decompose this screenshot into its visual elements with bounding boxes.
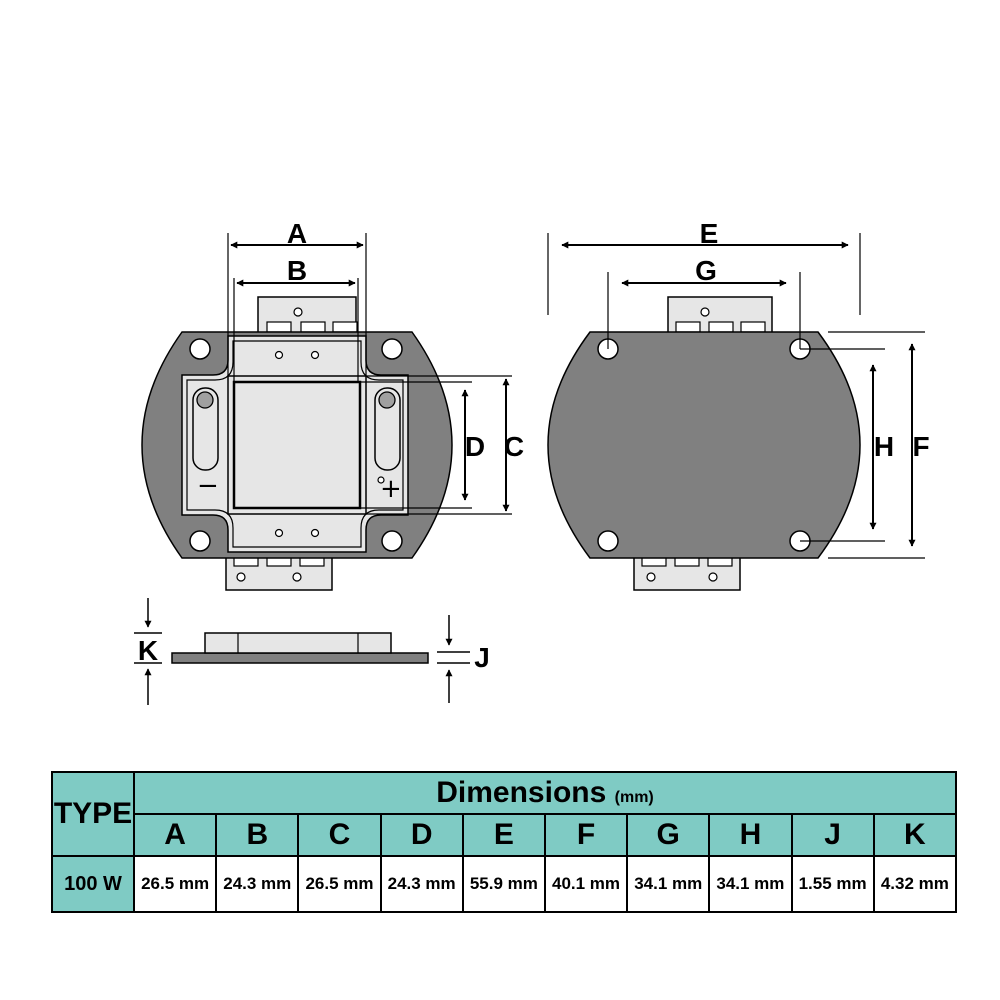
back-view xyxy=(547,296,861,591)
column-header: B xyxy=(215,813,300,857)
dimensions-unit: (mm) xyxy=(614,789,654,806)
table-cell: 1.55 mm xyxy=(790,855,875,913)
front-mount-hole-tr xyxy=(381,338,403,360)
dimension-f-label: F xyxy=(912,431,929,462)
table-column-row: A B C D E F G H J K xyxy=(52,813,958,857)
dimension-g-label: G xyxy=(695,255,717,286)
plus-label: + xyxy=(380,474,402,504)
front-top-tab xyxy=(257,296,358,338)
dimensions-title-cell: Dimensions (mm) xyxy=(133,771,957,814)
dimensions-title: Dimensions xyxy=(436,776,607,809)
side-view xyxy=(171,632,429,664)
dimension-a-label: A xyxy=(287,218,307,249)
table-cell: 55.9 mm xyxy=(461,855,546,913)
dimensions-table: TYPE Dimensions (mm) A B C D E F G H J K… xyxy=(51,771,958,913)
front-electrode-right xyxy=(374,387,401,471)
dimension-e-label: E xyxy=(700,218,719,249)
dimension-k-label: K xyxy=(138,635,158,666)
table-cell: 40.1 mm xyxy=(543,855,629,913)
column-header: D xyxy=(379,813,464,857)
column-header: K xyxy=(872,813,958,857)
dimension-j: J xyxy=(437,615,490,703)
type-header: TYPE xyxy=(51,771,135,857)
side-frame xyxy=(204,632,392,654)
dimension-h-label: H xyxy=(874,431,894,462)
back-top-tab xyxy=(667,296,773,338)
dimension-d: D xyxy=(360,381,485,509)
front-mount-hole-br xyxy=(381,530,403,552)
column-header: A xyxy=(132,813,218,857)
table-title-row: TYPE Dimensions (mm) xyxy=(51,771,957,857)
column-header: F xyxy=(543,813,629,857)
back-mount-hole-bl xyxy=(597,530,619,552)
dimension-a: A xyxy=(227,218,367,376)
table-cell: 26.5 mm xyxy=(297,855,382,913)
dimension-g: G xyxy=(607,255,801,349)
dimension-c: C xyxy=(366,375,524,515)
column-header: C xyxy=(297,813,382,857)
dimension-e: E xyxy=(547,218,861,315)
dimension-k: K xyxy=(134,598,162,705)
table-cell: 34.1 mm xyxy=(708,855,793,913)
column-header: J xyxy=(790,813,875,857)
minus-label: − xyxy=(197,471,219,501)
type-value: 100 W xyxy=(51,855,135,913)
table-cell: 26.5 mm xyxy=(132,855,218,913)
dimension-b-label: B xyxy=(287,255,307,286)
front-mount-hole-tl xyxy=(189,338,211,360)
front-electrode-left xyxy=(192,387,219,471)
dimension-j-label: J xyxy=(474,642,490,673)
dimension-f: F xyxy=(828,331,930,559)
front-mount-hole-bl xyxy=(189,530,211,552)
table-cell: 24.3 mm xyxy=(215,855,300,913)
table-cell: 34.1 mm xyxy=(626,855,711,913)
side-base-plate xyxy=(171,652,429,664)
front-view: − + xyxy=(141,296,453,591)
column-header: E xyxy=(461,813,546,857)
table-cell: 4.32 mm xyxy=(872,855,958,913)
table-cell: 24.3 mm xyxy=(379,855,464,913)
dimension-h: H xyxy=(800,348,894,542)
dimension-d-label: D xyxy=(465,431,485,462)
back-board xyxy=(547,331,861,559)
dimension-c-label: C xyxy=(504,431,524,462)
column-header: G xyxy=(626,813,711,857)
dimension-b: B xyxy=(233,255,359,382)
table-row: 100 W 26.5 mm 24.3 mm 26.5 mm 24.3 mm 55… xyxy=(51,855,958,913)
led-dimension-drawing: − + A B C D xyxy=(134,218,930,705)
column-header: H xyxy=(708,813,793,857)
